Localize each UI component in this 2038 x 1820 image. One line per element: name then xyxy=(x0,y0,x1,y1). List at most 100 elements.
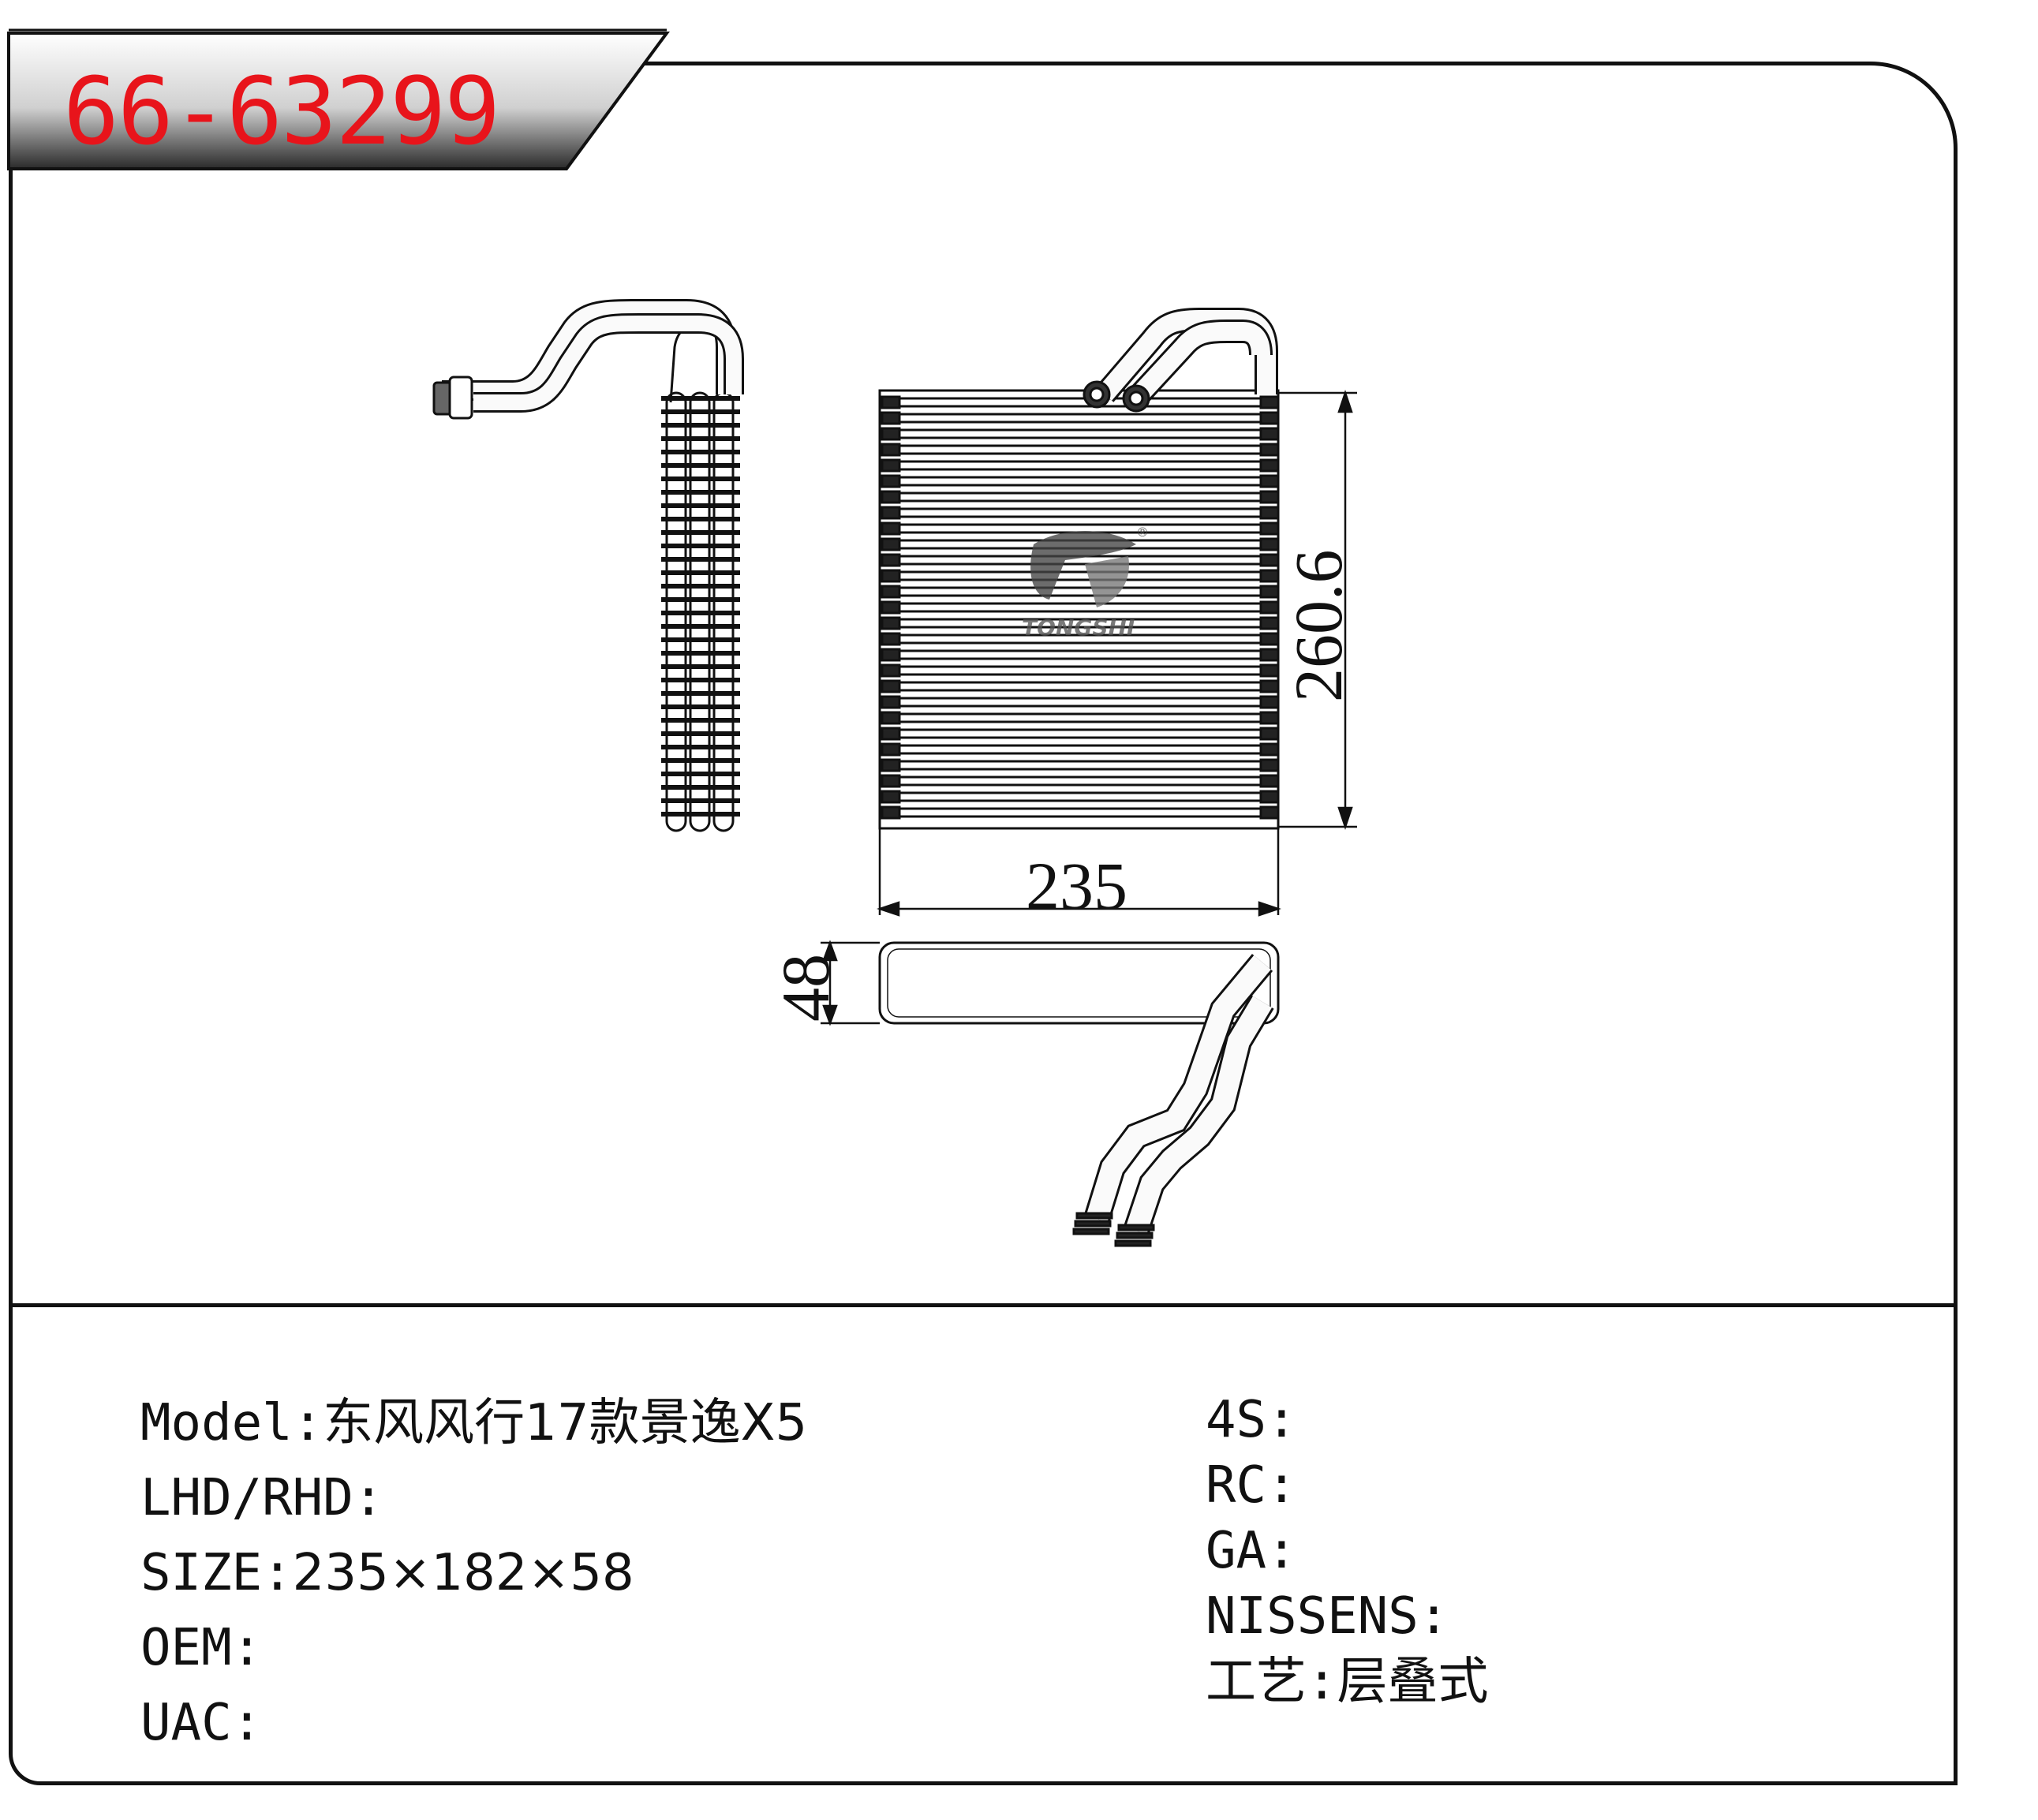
core-end-cap xyxy=(1259,695,1280,709)
core-end-cap xyxy=(1259,443,1280,457)
info-label: Model: xyxy=(140,1394,323,1452)
core-tube xyxy=(882,744,1276,755)
core-end-cap xyxy=(881,506,901,520)
core-end-cap xyxy=(1259,805,1280,820)
info-label: LHD/RHD: xyxy=(140,1469,384,1527)
core-end-cap xyxy=(881,727,901,741)
front-view xyxy=(878,308,1280,830)
core-tube xyxy=(882,491,1276,503)
core-end-cap xyxy=(1259,600,1280,615)
core-end-cap xyxy=(881,585,901,599)
core-end-cap xyxy=(881,679,901,693)
title-tab: 66-63299 xyxy=(0,24,671,174)
core-end-cap xyxy=(1259,506,1280,520)
core-tube xyxy=(882,476,1276,487)
core-end-cap xyxy=(1259,585,1280,599)
info-value: 东风风行17款景逸X5 xyxy=(323,1394,808,1452)
info-line: Model:东风风行17款景逸X5 xyxy=(140,1398,807,1448)
core-tube xyxy=(882,697,1276,708)
height-dimension-label: 260.6 xyxy=(1281,550,1356,703)
core-end-cap xyxy=(1259,774,1280,788)
core-end-cap xyxy=(1259,458,1280,473)
info-line: RC: xyxy=(1206,1460,1297,1511)
core-end-cap xyxy=(1259,632,1280,646)
core-tube xyxy=(882,428,1276,439)
core-end-cap xyxy=(881,569,901,583)
frame-divider xyxy=(9,1303,1958,1307)
core-tube xyxy=(882,649,1276,660)
info-label: 工艺: xyxy=(1206,1653,1337,1711)
info-line: OEM: xyxy=(140,1623,262,1673)
depth-dimension-label: 48 xyxy=(768,954,843,1022)
core-tube xyxy=(882,444,1276,455)
core-end-cap xyxy=(1259,474,1280,488)
core-end-cap xyxy=(881,632,901,646)
core-tube xyxy=(882,586,1276,597)
info-line: 4S: xyxy=(1206,1395,1297,1445)
info-label: UAC: xyxy=(140,1694,263,1752)
core-end-cap xyxy=(881,790,901,804)
core-end-cap xyxy=(881,805,901,820)
core-end-cap xyxy=(1259,648,1280,662)
core-tube xyxy=(882,791,1276,802)
core-tube xyxy=(882,413,1276,424)
core-end-cap xyxy=(1259,521,1280,536)
core-end-cap xyxy=(881,616,901,630)
drawing-frame xyxy=(9,62,1958,1785)
core-end-cap xyxy=(881,395,901,409)
core-tube xyxy=(882,728,1276,739)
core-end-cap xyxy=(881,600,901,615)
core-tube xyxy=(882,807,1276,818)
core-end-cap xyxy=(881,443,901,457)
core-end-cap xyxy=(1259,790,1280,804)
info-value: 235×182×58 xyxy=(292,1544,634,1602)
core-end-cap xyxy=(881,711,901,725)
core-end-cap xyxy=(1259,742,1280,757)
core-end-cap xyxy=(1259,727,1280,741)
logo-wordmark: TONGSHI xyxy=(1022,615,1135,641)
core-end-cap xyxy=(1259,711,1280,725)
core-end-cap xyxy=(1259,537,1280,551)
info-line: GA: xyxy=(1206,1526,1297,1576)
info-line: UAC: xyxy=(140,1698,262,1748)
info-label: SIZE: xyxy=(140,1544,293,1602)
info-line: 工艺:层叠式 xyxy=(1206,1657,1489,1707)
core-end-cap xyxy=(881,648,901,662)
technical-drawing: ® TONGSHI 260.6 235 xyxy=(432,299,1357,1247)
info-line: SIZE:235×182×58 xyxy=(140,1548,634,1598)
core-end-cap xyxy=(881,521,901,536)
side-view xyxy=(432,299,744,832)
info-value: 层叠式 xyxy=(1337,1653,1489,1711)
core-end-cap xyxy=(881,490,901,504)
core-tube xyxy=(882,775,1276,787)
core-tube xyxy=(882,397,1276,408)
core-end-cap xyxy=(1259,395,1280,409)
core-tube xyxy=(882,681,1276,692)
part-number: 66-63299 xyxy=(63,57,500,166)
core-end-cap xyxy=(1259,569,1280,583)
core-end-cap xyxy=(881,474,901,488)
core-tube xyxy=(882,602,1276,613)
core-end-cap xyxy=(881,758,901,772)
core-tube xyxy=(882,570,1276,581)
core-end-cap xyxy=(1259,663,1280,678)
info-label: GA: xyxy=(1206,1522,1297,1580)
info-label: RC: xyxy=(1206,1456,1297,1515)
core-end-cap xyxy=(1259,490,1280,504)
core-tube xyxy=(882,507,1276,518)
core-end-cap xyxy=(881,411,901,425)
info-line: LHD/RHD: xyxy=(140,1473,383,1523)
depth-dimension xyxy=(821,940,880,1026)
core-tube xyxy=(882,760,1276,771)
core-tube xyxy=(882,460,1276,471)
core-tube xyxy=(882,712,1276,723)
width-dimension xyxy=(877,828,1281,917)
info-label: NISSENS: xyxy=(1206,1587,1449,1646)
core-tube xyxy=(882,665,1276,676)
core-end-cap xyxy=(1259,758,1280,772)
core-end-cap xyxy=(1259,427,1280,441)
core-end-cap xyxy=(881,427,901,441)
core-end-cap xyxy=(881,663,901,678)
top-view xyxy=(878,941,1280,1247)
brand-logo: ® TONGSHI xyxy=(1022,525,1149,641)
